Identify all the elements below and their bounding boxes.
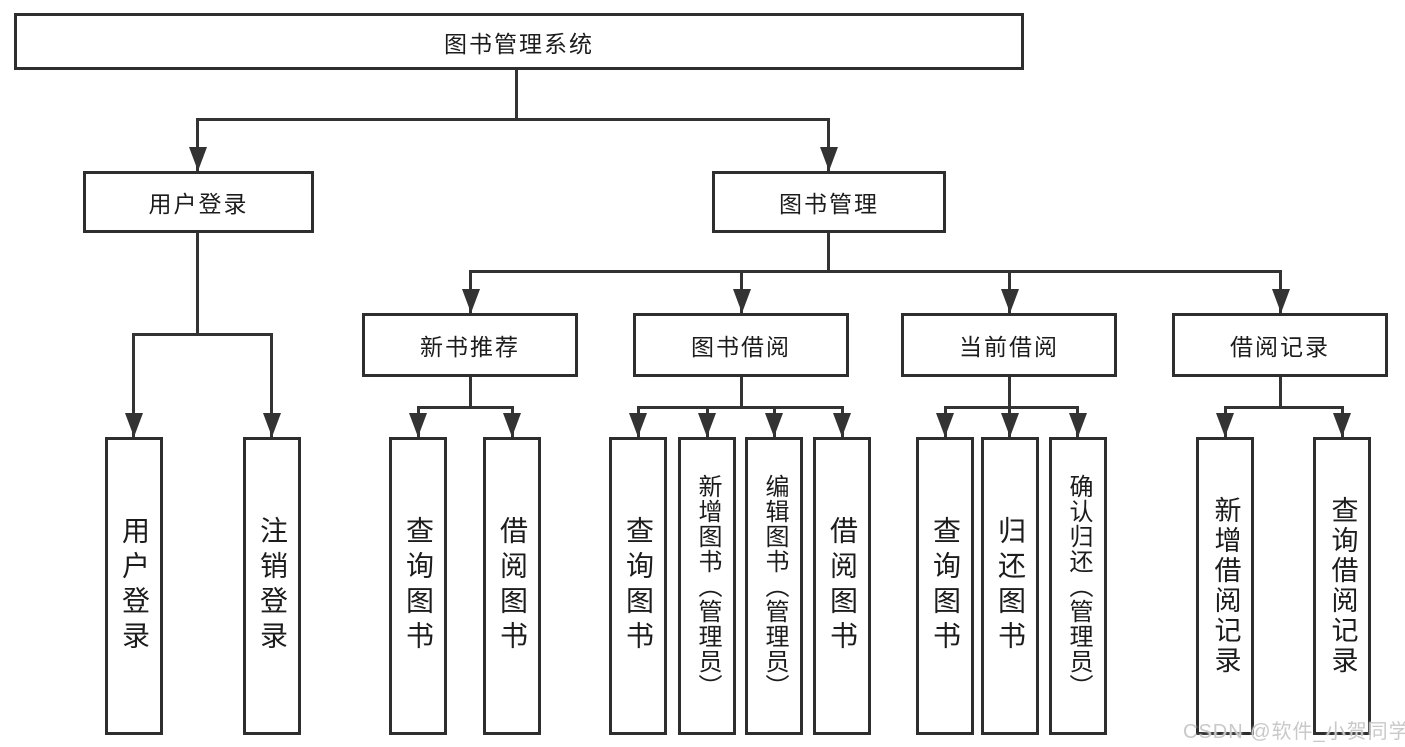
arrowhead-leaf-query-book-3	[936, 413, 954, 437]
arrowhead-leaf-borrow-book-1	[503, 413, 521, 437]
leaf-query-record-label: 查询借阅记录	[1327, 496, 1358, 676]
leaf-borrow-book-1: 借阅图书	[483, 437, 541, 735]
connector-drop-book-management	[827, 118, 830, 171]
leaf-confirm-return: 确认归还（管理员）	[1049, 437, 1107, 735]
arrowhead-leaf-query-book-1	[409, 413, 427, 437]
leaf-query-book-1: 查询图书	[389, 437, 447, 735]
leaf-user-login: 用户登录	[105, 437, 163, 735]
arrowhead-leaf-confirm-return	[1069, 413, 1087, 437]
arrowhead-leaf-borrow-book-2	[833, 413, 851, 437]
connector-book-management-hline	[469, 270, 1282, 273]
leaf-query-book-3: 查询图书	[916, 437, 974, 735]
connector-drop-leaf-logout	[270, 333, 273, 437]
leaf-add-book-label: 新增图书（管理员）	[694, 473, 721, 699]
node-borrow-record-label: 借阅记录	[1230, 334, 1330, 360]
node-book-management: 图书管理	[712, 171, 946, 233]
connector-new-book-recommend-hline	[417, 406, 513, 409]
connector-book-borrow-hline	[637, 406, 843, 409]
arrowhead-new-book-recommend	[462, 289, 480, 313]
leaf-user-login-label: 用户登录	[119, 516, 150, 656]
leaf-logout: 注销登录	[243, 437, 301, 735]
node-user-login: 用户登录	[83, 171, 314, 233]
node-new-book-recommend: 新书推荐	[362, 313, 578, 377]
leaf-query-record: 查询借阅记录	[1313, 437, 1371, 735]
leaf-add-record-label: 新增借阅记录	[1210, 496, 1241, 676]
arrowhead-leaf-edit-book	[765, 413, 783, 437]
leaf-logout-label: 注销登录	[257, 516, 288, 656]
arrowhead-book-borrow	[733, 289, 751, 313]
node-new-book-recommend-label: 新书推荐	[420, 334, 520, 360]
node-root-label: 图书管理系统	[444, 30, 594, 57]
leaf-borrow-book-2-label: 借阅图书	[827, 516, 858, 656]
node-book-management-label: 图书管理	[779, 191, 879, 217]
arrowhead-leaf-return-book	[1001, 413, 1019, 437]
node-current-borrow: 当前借阅	[901, 313, 1117, 377]
leaf-confirm-return-label: 确认归还（管理员）	[1065, 473, 1092, 699]
leaf-edit-book-label: 编辑图书（管理员）	[761, 473, 788, 699]
leaf-borrow-book-2: 借阅图书	[813, 437, 871, 735]
node-borrow-record: 借阅记录	[1172, 313, 1388, 377]
connector-drop-leaf-user-login	[132, 333, 135, 437]
leaf-borrow-book-1-label: 借阅图书	[497, 516, 528, 656]
connector-book-borrow-stem	[740, 377, 743, 408]
connector-user-login-stem	[196, 232, 199, 335]
arrowhead-leaf-add-record	[1216, 413, 1234, 437]
arrowhead-leaf-add-book	[698, 413, 716, 437]
leaf-query-book-2: 查询图书	[609, 437, 667, 735]
arrowhead-leaf-query-book-2	[629, 413, 647, 437]
leaf-edit-book: 编辑图书（管理员）	[745, 437, 803, 735]
connector-current-borrow-stem	[1008, 377, 1011, 408]
leaf-query-book-2-label: 查询图书	[623, 516, 654, 656]
connector-root-hline	[196, 118, 830, 121]
node-current-borrow-label: 当前借阅	[959, 334, 1059, 360]
node-root: 图书管理系统	[14, 13, 1024, 70]
watermark: CSDN @软件_小贺同学	[1183, 721, 1405, 743]
node-user-login-label: 用户登录	[148, 191, 249, 217]
connector-drop-user-login	[196, 118, 199, 171]
connector-book-management-stem	[827, 232, 830, 272]
connector-user-login-hline	[132, 333, 273, 336]
arrowhead-leaf-query-record	[1333, 413, 1351, 437]
leaf-return-book: 归还图书	[981, 437, 1039, 735]
leaf-query-book-3-label: 查询图书	[930, 516, 961, 656]
arrowhead-leaf-logout	[263, 413, 281, 437]
arrowhead-borrow-record	[1272, 289, 1290, 313]
node-book-borrow-label: 图书借阅	[691, 334, 791, 360]
arrowhead-book-management	[820, 147, 838, 171]
arrowhead-leaf-user-login	[125, 413, 143, 437]
connector-borrow-record-stem	[1279, 377, 1282, 408]
connector-borrow-record-hline	[1224, 406, 1343, 409]
node-book-borrow: 图书借阅	[633, 313, 849, 377]
connector-root-stem	[515, 70, 518, 120]
connector-current-borrow-hline	[944, 406, 1079, 409]
leaf-return-book-label: 归还图书	[995, 516, 1026, 656]
leaf-query-book-1-label: 查询图书	[403, 516, 434, 656]
connector-new-book-recommend-stem	[469, 377, 472, 408]
arrowhead-current-borrow	[1001, 289, 1019, 313]
arrowhead-user-login	[189, 147, 207, 171]
leaf-add-book: 新增图书（管理员）	[678, 437, 736, 735]
leaf-add-record: 新增借阅记录	[1196, 437, 1254, 735]
